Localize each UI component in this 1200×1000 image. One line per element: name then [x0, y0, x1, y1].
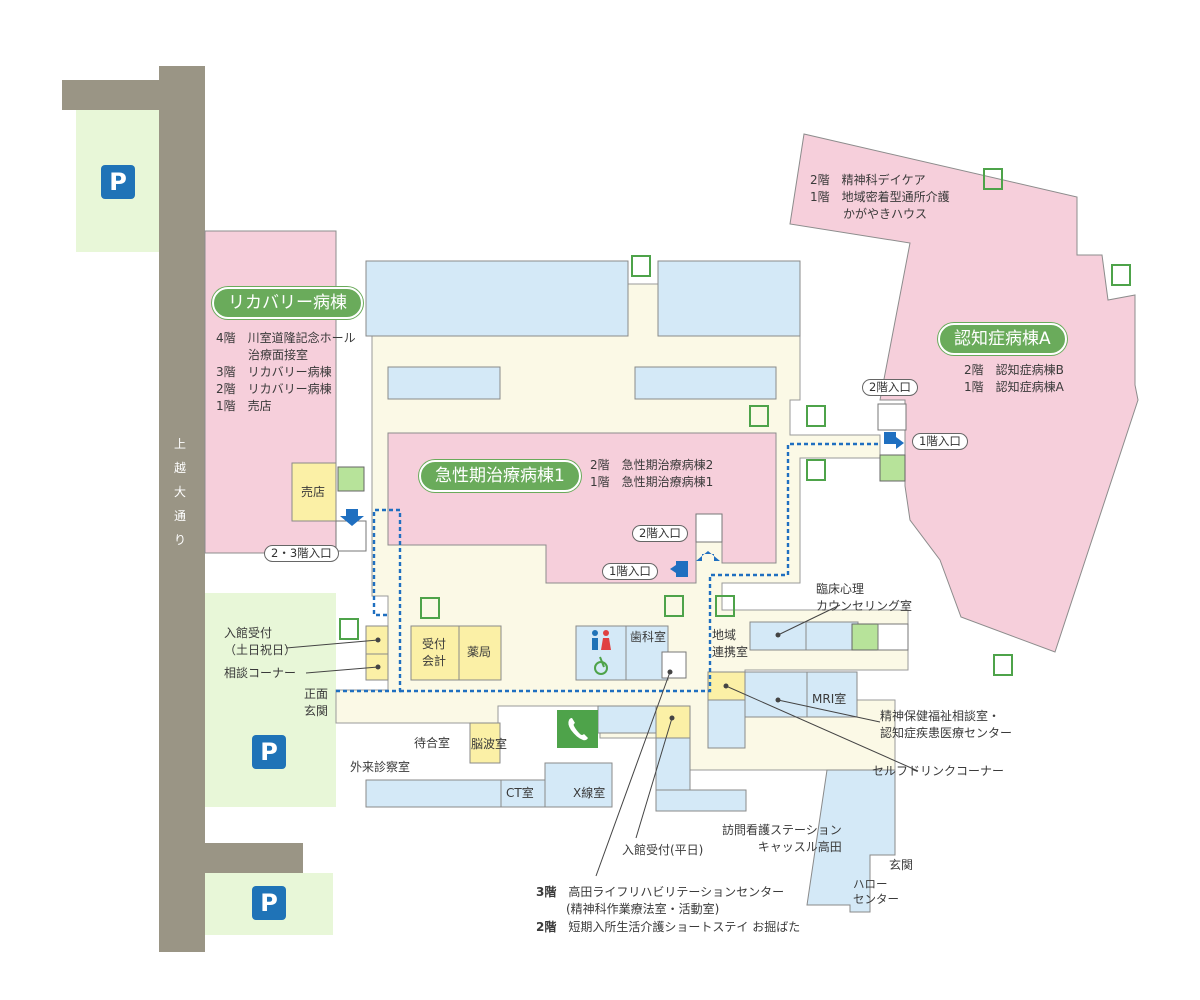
room-waiting: 待合室	[414, 736, 451, 750]
daycare-floor-list: 2階 精神科デイケア 1階 地域密着型通所介護 かがやきハウス	[810, 173, 950, 221]
entrance: 玄関	[889, 858, 914, 872]
front-entrance: 正面 玄関	[304, 687, 329, 718]
callout-clinical-psych: 臨床心理 カウンセリング室	[816, 582, 913, 613]
entrance-tag-acute-1: 1階入口	[602, 563, 658, 580]
phone-room	[557, 710, 598, 748]
rooms-blue	[365, 260, 896, 913]
acute-ward-title: 急性期治療病棟1	[419, 460, 581, 492]
parking-icon: P	[252, 886, 286, 920]
stairs-boxes	[335, 403, 909, 679]
entrance-tag-dementia-2: 2階入口	[862, 379, 918, 396]
street-name: 上 越 大 通 り	[173, 437, 186, 547]
parking-lots	[76, 110, 336, 935]
road	[62, 66, 303, 952]
hello-center: ハロー センター	[853, 877, 899, 906]
parking-icon: P	[101, 165, 135, 199]
room-pharmacy: 薬局	[467, 645, 492, 659]
room-eeg: 脳波室	[471, 737, 508, 751]
leader-lines	[285, 604, 919, 877]
direction-arrows	[340, 432, 904, 577]
exit-icons	[339, 168, 1131, 676]
entrance-tag-recovery-23: 2・3階入口	[264, 545, 339, 562]
dementia-floor-list: 2階 認知症病棟B 1階 認知症病棟A	[964, 363, 1064, 394]
leader-dots	[375, 632, 781, 721]
callout-self-drink: セルフドリンクコーナー	[872, 764, 1005, 778]
room-regional: 地域 連携室	[712, 628, 749, 659]
recovery-floor-list: 4階 川室道隆記念ホール 治療面接室 3階 リカバリー病棟 2階 リカバリー病棟…	[216, 331, 356, 413]
dementia-ward-title: 認知症病棟A	[938, 323, 1067, 355]
acute-floor-list: 2階 急性期治療病棟2 1階 急性期治療病棟1	[590, 458, 714, 489]
elevator-icons	[337, 454, 906, 651]
room-mri: MRI室	[812, 692, 847, 706]
room-reception-cashier: 受付 会計	[422, 637, 447, 668]
room-outpatient: 外来診察室	[350, 760, 411, 774]
callout-consultation-corner: 相談コーナー	[224, 666, 297, 680]
parking-icon: P	[252, 735, 286, 769]
room-shop: 売店	[301, 485, 326, 499]
room-ct: CT室	[506, 786, 534, 800]
dementia-ward-building	[789, 133, 1139, 653]
room-dental: 歯科室	[630, 630, 667, 644]
restroom-icon	[592, 630, 611, 650]
route-lines	[336, 442, 880, 693]
callout-short-stay: 2階 短期入所生活介護ショートステイ お掘ばた	[536, 920, 801, 934]
callout-weekend-reception: 入館受付 （土日祝日）	[224, 626, 297, 657]
callout-home-nursing: 訪問看護ステーション キャッスル高田	[722, 823, 842, 854]
wheelchair-icon	[594, 656, 608, 675]
recovery-ward-title: リカバリー病棟	[212, 287, 363, 319]
entrance-tag-dementia-1: 1階入口	[912, 433, 968, 450]
entrance-tag-acute-2: 2階入口	[632, 525, 688, 542]
room-xray: X線室	[573, 786, 606, 800]
callout-weekday-reception: 入館受付(平日)	[622, 843, 704, 857]
callout-mental-health: 精神保健福祉相談室・ 認知症疾患医療センター	[880, 709, 1013, 740]
callout-rehab: 3階 高田ライフリハビリテーションセンター (精神科作業療法室・活動室)	[536, 885, 785, 916]
